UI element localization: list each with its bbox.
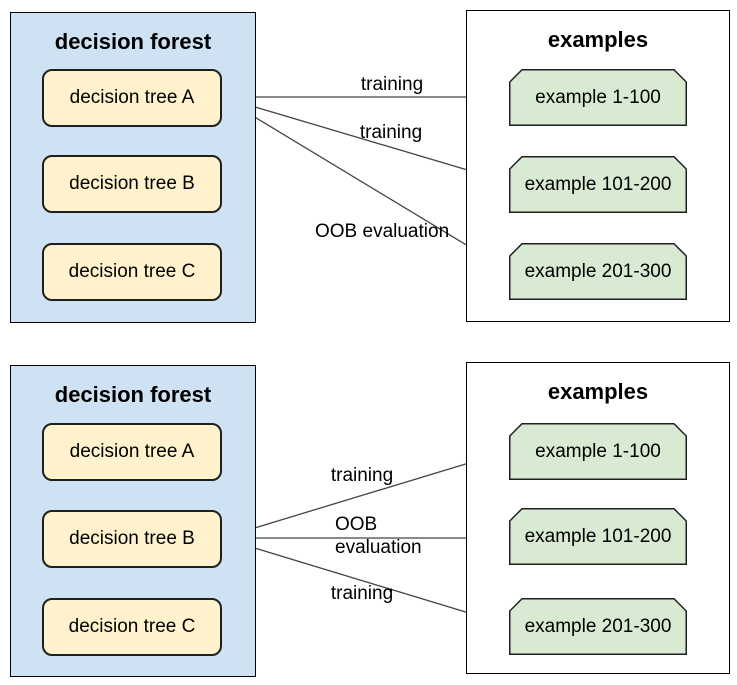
examples-box-bottom: examples example 1-100 example 101-200 e…: [466, 362, 730, 674]
tree-box-b: decision tree B: [42, 510, 222, 568]
example-box-3: example 201-300: [509, 598, 687, 655]
card-shape: [509, 423, 687, 480]
tree-box-a: decision tree A: [42, 69, 222, 127]
tree-box-c: decision tree C: [42, 243, 222, 301]
example-label: example 1-100: [535, 86, 661, 108]
forest-box-bottom: decision forest decision tree A decision…: [10, 365, 256, 677]
arrow-label-training-2: training: [330, 583, 394, 604]
card-shape: [509, 508, 687, 565]
example-label: example 101-200: [524, 173, 672, 195]
arrow-label-training-1: training: [360, 74, 424, 95]
tree-label: decision tree C: [68, 616, 196, 637]
tree-label: decision tree A: [69, 87, 195, 108]
card-shape: [509, 69, 687, 126]
tree-label: decision tree B: [69, 173, 195, 194]
example-label: example 1-100: [535, 440, 661, 462]
example-label: example 101-200: [524, 525, 672, 547]
examples-title: examples: [547, 379, 649, 404]
card-shape: [509, 598, 687, 655]
example-box-1: example 1-100: [509, 423, 687, 480]
forest-title: decision forest: [54, 382, 212, 407]
card-shape: [509, 243, 687, 300]
forest-box-top: decision forest decision tree A decision…: [10, 12, 256, 323]
arrow-label-oob: OOB evaluation: [315, 221, 450, 242]
example-label: example 201-300: [524, 260, 672, 282]
tree-label: decision tree A: [69, 441, 195, 462]
examples-box-top: examples example 1-100 example 101-200 e…: [466, 10, 730, 322]
examples-title: examples: [547, 27, 649, 52]
tree-label: decision tree C: [68, 261, 196, 282]
forest-title: decision forest: [54, 29, 212, 54]
example-box-2: example 101-200: [509, 156, 687, 213]
example-box-1: example 1-100: [509, 69, 687, 126]
arrow-label-oob: OOB evaluation: [335, 514, 422, 558]
tree-box-b: decision tree B: [42, 155, 222, 213]
example-box-3: example 201-300: [509, 243, 687, 300]
tree-box-c: decision tree C: [42, 598, 222, 656]
card-shape: [509, 156, 687, 213]
tree-box-a: decision tree A: [42, 423, 222, 481]
arrow-label-training-2: training: [359, 122, 423, 143]
arrow-label-training-1: training: [330, 465, 394, 486]
example-label: example 201-300: [524, 615, 672, 637]
tree-label: decision tree B: [69, 528, 195, 549]
example-box-2: example 101-200: [509, 508, 687, 565]
